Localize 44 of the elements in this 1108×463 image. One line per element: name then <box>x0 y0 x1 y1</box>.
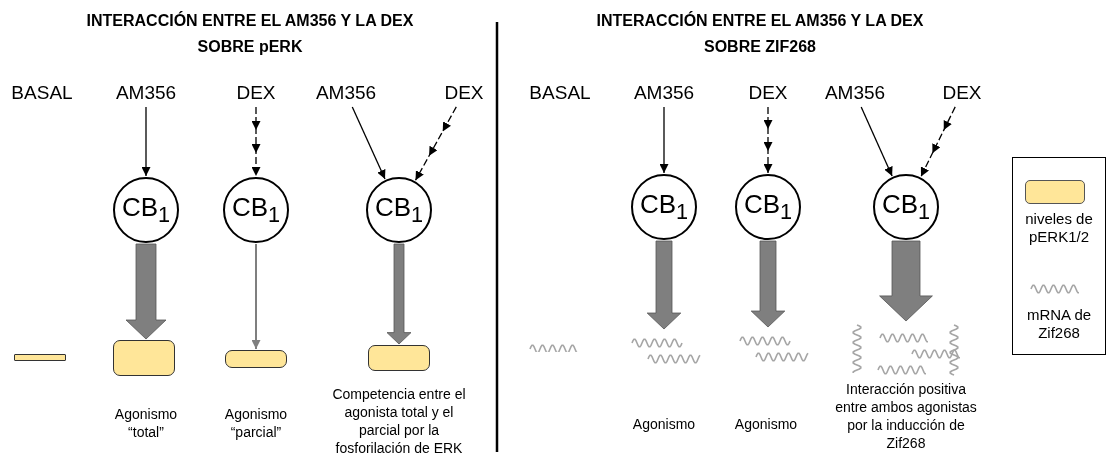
caption-text: Competencia entre el agonista total y el parcial por la fosforilación de ERK <box>331 385 467 457</box>
condition-label: BASAL <box>528 81 592 105</box>
receptor-circle: CB$_{1}$ <box>631 174 697 240</box>
panel-title: INTERACCIÓN ENTRE EL AM356 Y LA DEX SOBRE pERK <box>85 10 415 57</box>
agonist-label: DEX <box>746 80 790 106</box>
arrow <box>351 106 386 180</box>
level-block <box>225 350 287 368</box>
arrow <box>251 243 261 350</box>
agonist-label: DEX <box>442 80 486 106</box>
agonist-label: DEX <box>940 80 984 106</box>
arrow <box>141 106 151 177</box>
receptor-circle: CB$_{1}$ <box>223 177 289 243</box>
agonist-label: AM356 <box>306 80 386 106</box>
arrow <box>252 106 261 177</box>
block-arrow <box>386 243 412 345</box>
receptor-circle: CB$_{1}$ <box>366 177 432 243</box>
receptor-circle: CB$_{1}$ <box>873 174 939 240</box>
agonist-label: DEX <box>226 80 286 106</box>
arrow <box>414 106 457 181</box>
level-bar <box>14 354 66 361</box>
block-arrow <box>750 240 786 328</box>
caption-text: Agonismo “parcial” <box>223 405 289 441</box>
panel-title: INTERACCIÓN ENTRE EL AM356 Y LA DEX SOBRE ZIF268 <box>595 10 925 57</box>
arrow <box>920 106 956 178</box>
legend-text: mRNA de Zif268 <box>1025 306 1093 342</box>
block-arrow <box>125 243 167 340</box>
caption-text: Agonismo <box>733 415 799 433</box>
caption-text: Agonismo <box>631 415 697 433</box>
level-block <box>113 340 175 376</box>
receptor-circle: CB$_{1}$ <box>735 174 801 240</box>
condition-label: BASAL <box>10 81 74 105</box>
arrow <box>659 106 669 174</box>
arrow <box>764 106 773 174</box>
legend-text: niveles de pERK1/2 <box>1024 210 1094 246</box>
block-arrow <box>646 240 682 330</box>
level-block <box>368 345 430 371</box>
agonist-label: AM356 <box>815 80 895 106</box>
arrow <box>860 106 893 177</box>
caption-text: Interacción positiva entre ambos agonistas por la inducción de Zif268 <box>834 380 978 452</box>
agonist-label: AM356 <box>624 80 704 106</box>
receptor-circle: CB$_{1}$ <box>113 177 179 243</box>
agonist-label: AM356 <box>106 80 186 106</box>
block-arrow <box>879 240 933 322</box>
caption-text: Agonismo “total” <box>113 405 179 441</box>
